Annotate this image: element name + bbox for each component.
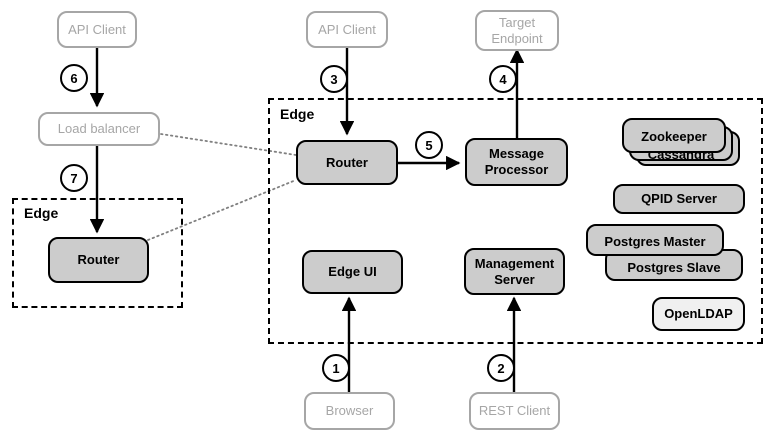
step-badge-3-number: 3 [330,71,338,87]
node-message-processor-label-line2: Processor [484,162,549,177]
service-qpid-server[interactable]: QPID Server [613,184,745,214]
step-badge-2: 2 [487,354,515,382]
node-target-endpoint-label-line2: Endpoint [491,30,543,46]
node-api-client-left-label: API Client [68,21,126,37]
node-api-client-left[interactable]: API Client [57,11,137,48]
step-badge-4: 4 [489,65,517,93]
step-badge-5-number: 5 [425,137,433,153]
node-target-endpoint-label-line1: Target [498,14,536,30]
node-edge-ui-label: Edge UI [328,264,377,280]
step-badge-5: 5 [415,131,443,159]
node-rest-client[interactable]: REST Client [469,392,560,430]
node-management-server-label-line2: Server [494,271,535,287]
step-badge-4-number: 4 [499,71,507,87]
group-edge-left [12,198,183,308]
node-management-server-label-line1: Management [474,255,555,271]
node-message-processor-label-line1: Message [489,146,544,162]
node-message-processor[interactable]: Message Processor [465,138,568,186]
step-badge-6-number: 6 [70,70,78,86]
node-edge-ui[interactable]: Edge UI [302,250,403,294]
step-badge-7-number: 7 [70,170,78,186]
node-load-balancer-label: Load balancer [57,121,141,137]
node-rest-client-label: REST Client [478,403,551,419]
dotted-router-left-to-router-right [147,179,297,241]
node-browser-label: Browser [325,403,374,419]
step-badge-1: 1 [322,354,350,382]
service-openldap[interactable]: OpenLDAP [652,297,745,331]
step-badge-1-number: 1 [332,360,340,376]
service-zookeeper-label: Zookeeper [641,129,707,144]
service-zookeeper[interactable]: Zookeeper [622,118,726,153]
group-edge-left-label: Edge [24,205,59,221]
step-badge-6: 6 [60,64,88,92]
service-openldap-label: OpenLDAP [664,306,733,322]
node-router-right[interactable]: Router [296,140,398,185]
group-edge-right-label: Edge [280,106,315,122]
node-target-endpoint[interactable]: Target Endpoint [475,10,559,51]
node-api-client-right-label: API Client [318,21,376,37]
step-badge-3: 3 [320,65,348,93]
service-postgres-master-label: Postgres Master [604,234,706,249]
node-load-balancer[interactable]: Load balancer [38,112,160,146]
node-management-server[interactable]: Management Server [464,248,565,295]
service-postgres-master[interactable]: Postgres Master [586,224,724,256]
node-browser[interactable]: Browser [304,392,395,430]
node-router-left[interactable]: Router [48,237,149,283]
node-router-left-label: Router [77,252,120,268]
step-badge-7: 7 [60,164,88,192]
service-qpid-server-label: QPID Server [641,191,717,207]
group-edge-right [268,98,763,344]
service-postgres-slave-label: Postgres Slave [627,260,721,275]
step-badge-2-number: 2 [497,360,505,376]
node-api-client-right[interactable]: API Client [306,11,388,48]
node-router-right-label: Router [326,154,368,170]
